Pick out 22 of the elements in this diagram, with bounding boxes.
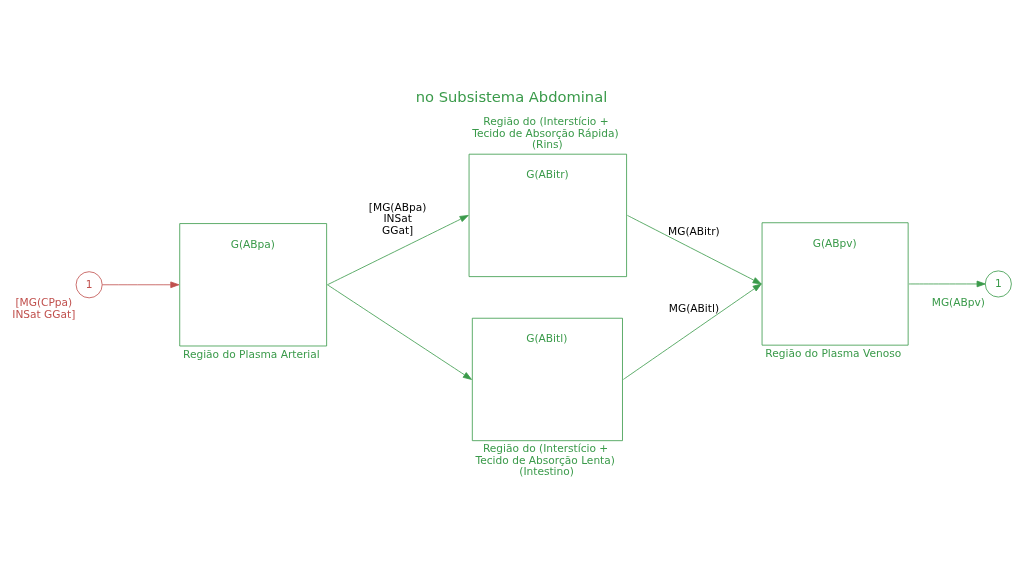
diagram-title: no Subsistema Abdominal xyxy=(415,87,608,105)
arrow xyxy=(327,214,469,285)
arrow xyxy=(101,281,180,288)
node-box: G(ABpv) xyxy=(761,221,909,346)
edge-label: MG(ABitl) xyxy=(668,301,720,315)
node-label: MG(ABpv) xyxy=(931,295,985,309)
node-box: G(ABitr) xyxy=(468,153,627,277)
arrow xyxy=(622,283,762,380)
arrow xyxy=(327,283,472,380)
node-label: Região do (Interstício + Tecido de Absorção Rápida) (Rins) xyxy=(472,114,619,151)
node-label: [MG(CPpa) INSat GGat] xyxy=(12,295,76,321)
node-label: Região do Plasma Venoso xyxy=(765,346,902,360)
edge-label: [MG(ABpa) INSat GGat] xyxy=(368,200,427,237)
edge-label: MG(ABitr) xyxy=(668,224,720,238)
node-box: G(ABitl) xyxy=(471,317,623,441)
node-circle: 1 xyxy=(984,270,1012,297)
arrow xyxy=(627,214,762,284)
node-circle: 1 xyxy=(75,270,103,298)
node-label: Região do Plasma Arterial xyxy=(182,347,320,361)
node-box: G(ABpa) xyxy=(179,222,328,346)
arrow xyxy=(908,280,986,287)
node-label: Região do (Interstício + Tecido de Absorção Lenta) (Intestino) xyxy=(475,441,615,478)
